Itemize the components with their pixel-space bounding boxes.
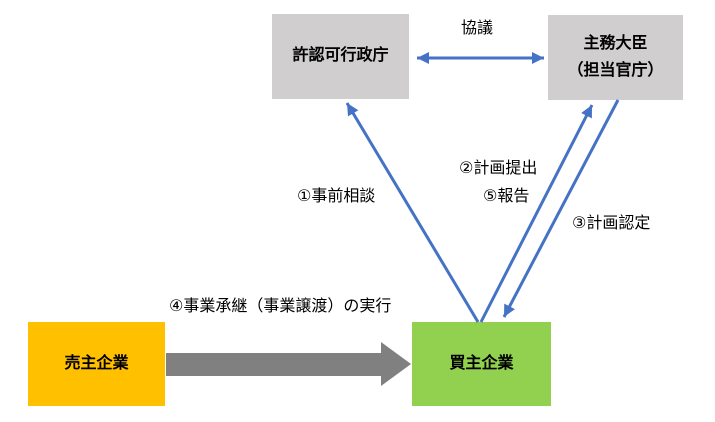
node-seller: 売主企業: [28, 322, 165, 406]
plan-certification-label: ③計画認定: [572, 215, 651, 232]
plan-certification-arrow: [502, 99, 620, 318]
node-minister-label-line1: 主務大臣: [583, 35, 648, 53]
node-licensing-agency-label: 許認可行政庁: [292, 47, 389, 65]
node-minister-label-line2: （担当官庁）: [567, 61, 664, 79]
report-label: ⑤報告: [483, 188, 530, 205]
prior-consultation-arrow: [345, 102, 480, 323]
consultation-label: 協議: [461, 20, 494, 37]
node-licensing-agency: 許認可行政庁: [272, 14, 409, 99]
node-minister: 主務大臣 （担当官庁）: [548, 15, 683, 100]
node-seller-label: 売主企業: [64, 354, 129, 372]
prior-consultation-label: ①事前相談: [297, 188, 376, 205]
node-buyer-label: 買主企業: [449, 354, 514, 372]
business-transfer-label: ④事業承継（事業譲渡）の実行: [169, 298, 392, 315]
node-buyer: 買主企業: [412, 322, 551, 406]
plan-submission-label: ②計画提出: [459, 160, 538, 177]
business-transfer-arrow: [166, 342, 411, 386]
